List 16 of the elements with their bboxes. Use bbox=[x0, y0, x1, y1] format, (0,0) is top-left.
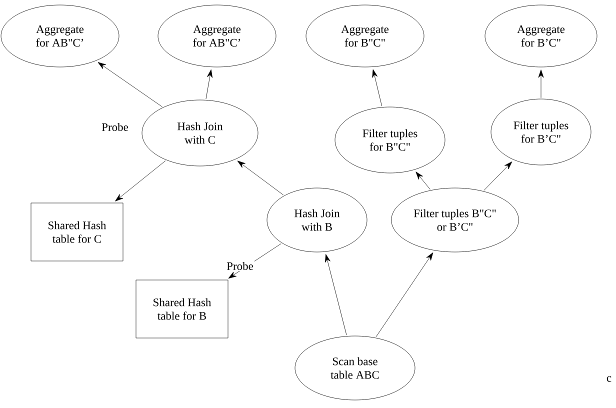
arrow bbox=[376, 252, 434, 338]
arrow bbox=[206, 69, 212, 100]
arrow bbox=[416, 172, 430, 190]
arrow bbox=[237, 160, 284, 196]
table-box: Shared Hash table for B bbox=[136, 280, 228, 338]
arrow bbox=[98, 62, 162, 107]
arrow bbox=[115, 160, 166, 202]
arrow bbox=[484, 162, 512, 191]
table-box: Shared Hash table for C bbox=[30, 202, 124, 262]
arrow bbox=[228, 243, 282, 279]
text-fragment: c bbox=[606, 376, 612, 382]
arrow bbox=[372, 69, 382, 106]
arrow bbox=[538, 70, 544, 98]
edge-label: Probe bbox=[226, 260, 254, 272]
arrow bbox=[325, 254, 347, 336]
edge-label: Probe bbox=[100, 122, 130, 132]
